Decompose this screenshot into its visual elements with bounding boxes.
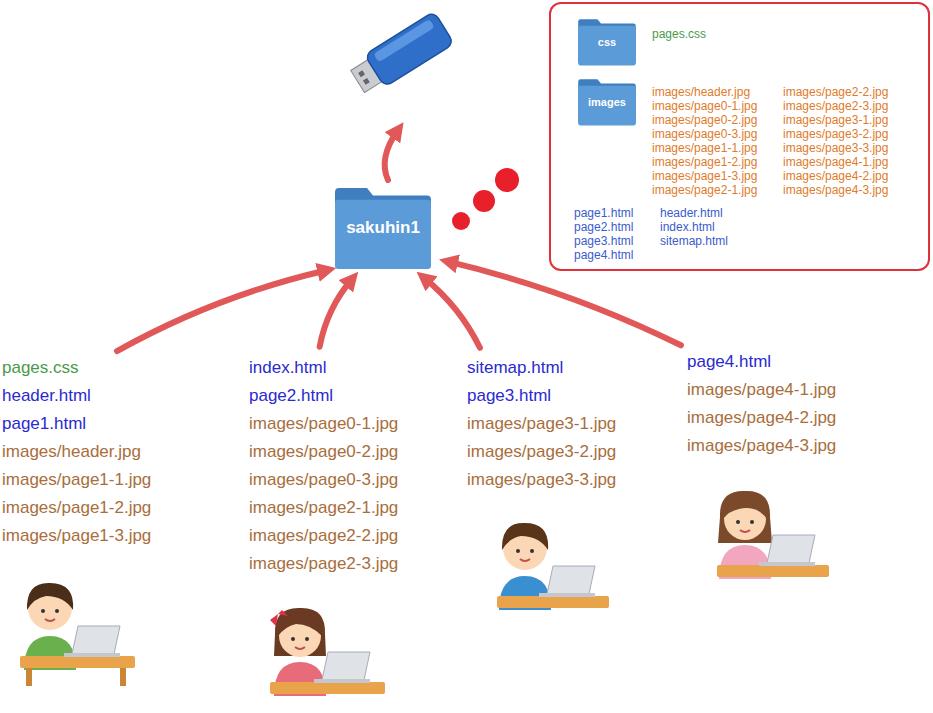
file-name: images/page1-1.jpg — [652, 141, 757, 155]
file-name: images/page3-1.jpg — [783, 113, 888, 127]
file-name: images/page0-3.jpg — [652, 127, 757, 141]
file-list: page4.htmlimages/page4-1.jpgimages/page4… — [687, 348, 836, 460]
file-name: images/page3-3.jpg — [467, 466, 616, 494]
file-name: images/page1-1.jpg — [2, 466, 151, 494]
file-name: images/header.jpg — [652, 85, 750, 99]
file-name: sitemap.html — [467, 354, 616, 382]
upload-arrow — [448, 262, 681, 346]
file-name: images/page0-3.jpg — [249, 466, 398, 494]
file-name: images/page1-2.jpg — [652, 155, 757, 169]
file-name: page3.html — [574, 234, 633, 248]
file-name: images/page4-1.jpg — [783, 155, 888, 169]
file-name: images/page0-2.jpg — [249, 438, 398, 466]
folder-label: images — [577, 95, 637, 109]
file-name: images/page4-1.jpg — [687, 376, 836, 404]
file-name: page1.html — [2, 410, 151, 438]
file-name: images/page1-2.jpg — [2, 494, 151, 522]
file-name: index.html — [660, 220, 715, 234]
folder-label: css — [577, 35, 637, 49]
file-name: header.html — [660, 206, 723, 220]
upload-arrow — [117, 270, 327, 351]
file-name: images/page0-1.jpg — [652, 99, 757, 113]
file-name: header.html — [2, 382, 151, 410]
file-name: images/page3-1.jpg — [467, 410, 616, 438]
folder-label: sakuhin1 — [333, 218, 433, 238]
file-name: images/page2-3.jpg — [783, 99, 888, 113]
file-list: index.htmlpage2.htmlimages/page0-1.jpgim… — [249, 354, 398, 578]
file-name: page1.html — [574, 206, 633, 220]
file-name: images/page1-3.jpg — [2, 522, 151, 550]
folder-node: sakuhin1 — [333, 186, 439, 270]
upload-arrow — [385, 130, 398, 180]
person-1 — [20, 583, 135, 686]
file-name: page2.html — [249, 382, 398, 410]
file-name: images/page1-3.jpg — [652, 169, 757, 183]
file-name: sitemap.html — [660, 234, 728, 248]
file-name: page3.html — [467, 382, 616, 410]
file-list: pages.cssheader.htmlpage1.htmlimages/hea… — [2, 354, 151, 550]
file-name: page4.html — [574, 248, 633, 262]
file-name: images/page2-2.jpg — [783, 85, 888, 99]
file-name: images/page2-1.jpg — [652, 183, 757, 197]
file-name: images/page2-1.jpg — [249, 494, 398, 522]
file-name: images/page4-2.jpg — [783, 169, 888, 183]
file-name: images/page0-1.jpg — [249, 410, 398, 438]
person-4 — [717, 491, 829, 579]
file-name: images/page2-2.jpg — [249, 522, 398, 550]
file-name: images/page2-3.jpg — [249, 550, 398, 578]
file-name: images/page4-3.jpg — [783, 183, 888, 197]
file-name: images/page4-2.jpg — [687, 404, 836, 432]
upload-arrow — [424, 278, 480, 348]
file-name: images/page0-2.jpg — [652, 113, 757, 127]
file-name: page4.html — [687, 348, 836, 376]
css-folder: css pages.css — [577, 18, 727, 70]
file-name: images/page3-2.jpg — [783, 127, 888, 141]
file-list: sitemap.htmlpage3.htmlimages/page3-1.jpg… — [467, 354, 616, 494]
file-name: index.html — [249, 354, 398, 382]
red-dots — [452, 168, 519, 230]
upload-arrow — [320, 279, 352, 347]
images-folder: images images/header.jpgimages/page0-1.jp… — [577, 78, 907, 208]
contents-panel: page1.htmlpage2.htmlpage3.htmlpage4.html… — [549, 2, 930, 271]
file-name: images/page3-2.jpg — [467, 438, 616, 466]
file-name: page2.html — [574, 220, 633, 234]
file-name: images/header.jpg — [2, 438, 151, 466]
file-name: images/page4-3.jpg — [687, 432, 836, 460]
person-2 — [270, 608, 385, 696]
person-3 — [497, 523, 609, 610]
file-name: images/page3-3.jpg — [783, 141, 888, 155]
file-name: pages.css — [652, 27, 706, 41]
file-name: pages.css — [2, 354, 151, 382]
usb-stick — [348, 11, 455, 97]
